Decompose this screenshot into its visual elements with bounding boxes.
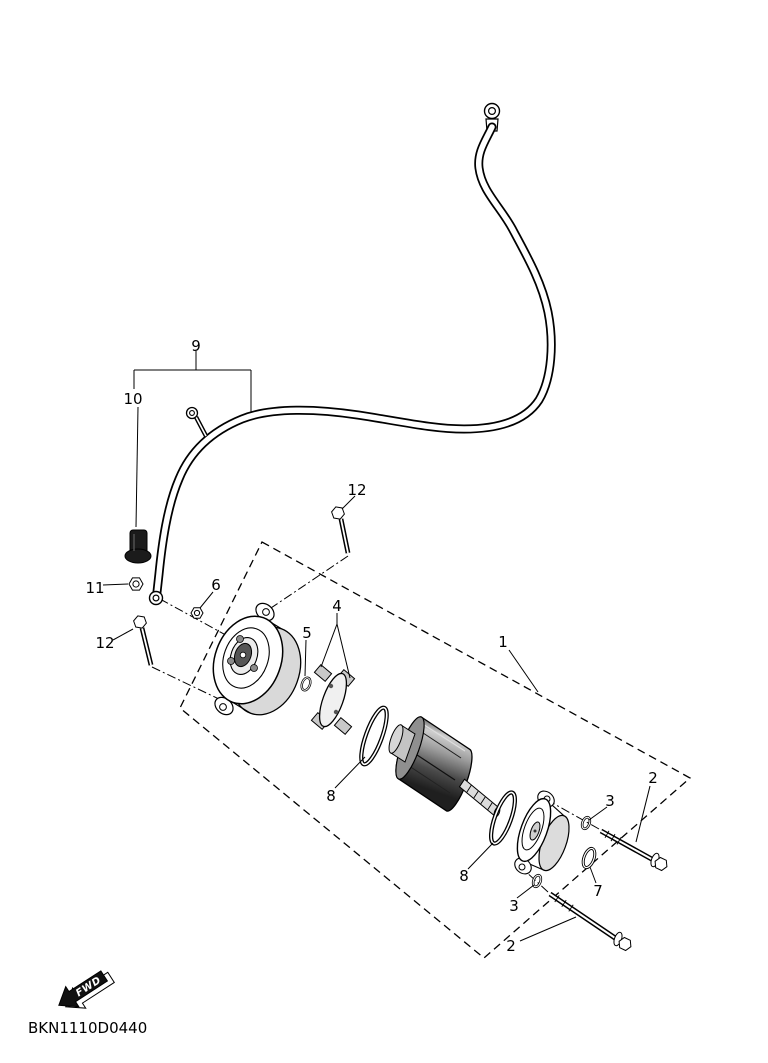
callout-3-upper: 3 xyxy=(605,792,615,810)
through-bolt-2-lower xyxy=(548,891,632,952)
callout-12-left: 12 xyxy=(95,634,114,652)
callout-9: 9 xyxy=(191,337,201,355)
callout-5: 5 xyxy=(302,624,312,642)
brush-holder-4 xyxy=(310,663,356,736)
o-ring-7 xyxy=(581,846,597,870)
fwd-arrow: FWD xyxy=(58,970,116,1009)
mount-bolt-12-top xyxy=(331,506,351,554)
callout-7: 7 xyxy=(593,882,603,900)
callout-10: 10 xyxy=(123,390,142,408)
armature-yoke xyxy=(388,716,501,818)
centerlines xyxy=(151,555,600,893)
callout-2-upper: 2 xyxy=(648,769,658,787)
callout-1: 1 xyxy=(498,633,508,651)
terminal-boot xyxy=(124,529,152,564)
rear-bracket xyxy=(514,790,570,875)
assembly-boundary-dashed-box xyxy=(179,541,692,959)
washer-3-lower xyxy=(531,873,543,889)
armature-shaft xyxy=(458,778,501,817)
o-ring-8-rear xyxy=(488,790,518,846)
callout-4: 4 xyxy=(332,597,342,615)
terminal-nut-11 xyxy=(128,577,144,591)
starter-cable xyxy=(148,102,556,606)
terminal-nut-6 xyxy=(190,607,204,619)
leader-lines xyxy=(102,351,651,942)
callout-12-top: 12 xyxy=(347,481,366,499)
callout-8-front: 8 xyxy=(326,787,336,805)
commutator-end xyxy=(388,724,404,754)
o-ring-8-front xyxy=(359,705,389,767)
through-bolt-2-upper xyxy=(599,828,668,872)
callout-8-rear: 8 xyxy=(459,867,469,885)
callout-6: 6 xyxy=(211,576,221,594)
callout-11: 11 xyxy=(85,579,104,597)
callout-3-lower: 3 xyxy=(509,897,519,915)
o-ring-5 xyxy=(300,676,312,692)
diagram-code: BKN1110D0440 xyxy=(28,1019,147,1037)
mount-bolt-12-left xyxy=(133,615,154,666)
callout-2-lower: 2 xyxy=(506,937,516,955)
starter-front-bracket xyxy=(212,602,302,716)
washer-3-upper xyxy=(580,815,592,831)
